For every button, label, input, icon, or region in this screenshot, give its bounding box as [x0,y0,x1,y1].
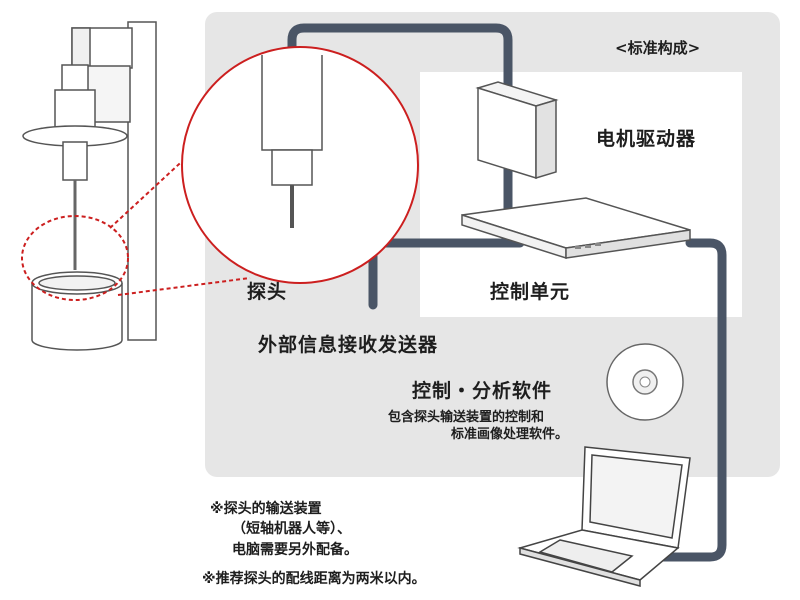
stand-column [127,21,157,341]
label-external-transceiver: 外部信息接收发送器 [258,334,439,356]
probe-neck [62,141,88,181]
motor-driver [475,81,559,180]
note-1-line-2: （短轴机器人等）、 [232,521,351,537]
control-subpanel [420,72,742,317]
label-software: 控制・分析软件 [412,380,553,402]
label-control-unit: 控制单元 [490,281,571,303]
label-motor-driver: 电机驱动器 [596,128,697,150]
software-disc-icon [606,343,684,421]
software-description-1: 包含探头输送装置的控制和 [388,410,545,425]
laptop-icon [517,446,691,587]
software-description-2: 标准画像处理软件。 [451,427,569,442]
stand-top-block-face [71,27,91,69]
note-2: ※推荐探头的配线距离为两米以内。 [202,571,426,587]
probe-magnified [261,55,323,228]
cable-probe-to-driver [287,23,513,205]
sample-container [31,283,123,351]
note-1-line-3: 电脑需要另外配备。 [232,542,358,558]
label-probe: 探头 [247,281,288,303]
probe-stand [22,21,157,351]
control-unit-device [461,197,691,260]
cable-unit-to-laptop [650,238,727,562]
diagram-title: <标准构成> [615,39,701,57]
note-1-line-1: ※探头的输送装置 [210,501,322,517]
zoom-source-circle [21,215,129,301]
probe-head-body [54,89,96,133]
